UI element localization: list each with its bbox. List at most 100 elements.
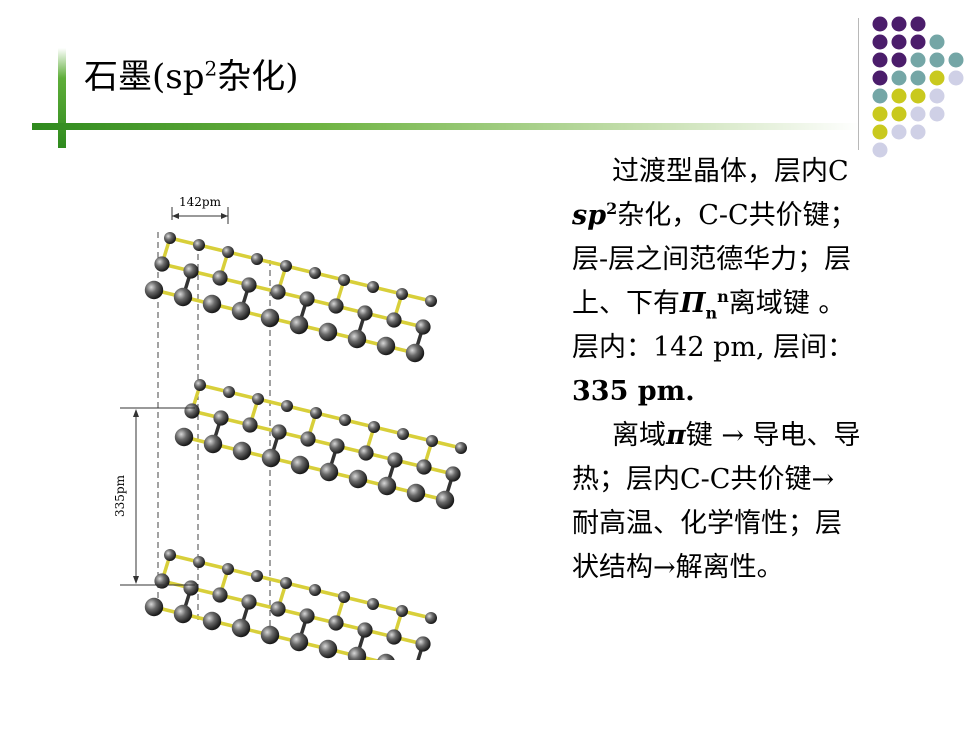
carbon-atom [281, 400, 293, 412]
carbon-atom [357, 622, 373, 638]
carbon-atom [193, 556, 205, 568]
text-line-6: 335 pm. [572, 370, 952, 414]
decorative-dot [910, 52, 926, 68]
text-span: 杂化，C-C共价键； [617, 200, 857, 231]
carbon-atom [232, 441, 252, 461]
carbon-atom [241, 594, 257, 610]
carbon-atom [445, 466, 461, 482]
slide-title: 石墨(sp2杂化) [84, 55, 298, 99]
dimension-annotations: 142pm 335pm [113, 195, 229, 586]
carbon-atom [396, 605, 408, 617]
carbon-atom [154, 573, 170, 589]
carbon-atom [184, 403, 200, 419]
carbon-atom [144, 280, 164, 300]
text-line-3: 层-层之间范德华力；层 [572, 238, 952, 282]
carbon-atom [260, 625, 280, 645]
decorative-dot [891, 52, 907, 68]
decorative-dot [948, 52, 964, 68]
sp-italic: sp [572, 200, 607, 231]
carbon-atom [338, 274, 350, 286]
decorative-dot [910, 88, 926, 104]
carbon-atom [328, 298, 344, 314]
decorative-dot [929, 52, 945, 68]
carbon-atom [299, 291, 315, 307]
carbon-atom [357, 305, 373, 321]
text-line-4: 上、下有Πnn离域键 。 [572, 282, 952, 326]
carbon-atom [406, 483, 426, 503]
carbon-atom [455, 442, 467, 454]
decorative-dot [910, 106, 926, 122]
carbon-atom [280, 577, 292, 589]
carbon-atom [183, 580, 199, 596]
carbon-atom [231, 301, 251, 321]
carbon-atom [144, 597, 164, 617]
carbon-atom [241, 277, 257, 293]
carbon-atom [222, 246, 234, 258]
text-span: 上、下有 [572, 288, 680, 319]
layer-spacing-label: 335pm [113, 474, 127, 517]
text-span: 离域键 。 [728, 288, 846, 319]
sp-superscript: 2 [606, 199, 618, 218]
carbon-atom [251, 570, 263, 582]
carbon-atom [231, 618, 251, 638]
decorative-dot [872, 70, 888, 86]
decorative-dot [929, 106, 945, 122]
decorative-dot [872, 124, 888, 140]
text-line-10: 状结构→解离性。 [572, 546, 952, 590]
carbon-atom [387, 452, 403, 468]
carbon-atom [347, 329, 367, 349]
carbon-atom [318, 639, 338, 659]
title-text-tail: 杂化) [217, 57, 299, 97]
text-span: 335 pm. [572, 376, 695, 407]
carbon-atom [164, 549, 176, 561]
carbon-atom [396, 288, 408, 300]
carbon-atom [310, 407, 322, 419]
carbon-atom [309, 267, 321, 279]
carbon-atom [425, 612, 437, 624]
decorative-dot [929, 70, 945, 86]
decorative-dot [872, 16, 888, 32]
content-text: 过渡型晶体，层内C sp2杂化，C-C共价键； 层-层之间范德华力；层 上、下有… [572, 150, 952, 590]
text-span: 离域 [612, 420, 666, 451]
text-span: 状结构→解离性。 [572, 552, 784, 583]
carbon-atom [377, 653, 395, 660]
carbon-atom [415, 636, 431, 652]
text-span: 层内：142 pm, 层间： [572, 332, 855, 363]
decorative-dot-grid [872, 16, 964, 158]
carbon-atom [193, 239, 205, 251]
carbon-atom [154, 256, 170, 272]
carbon-atom [203, 434, 223, 454]
carbon-atom [386, 629, 402, 645]
carbon-atom [212, 270, 228, 286]
decorative-dot [910, 34, 926, 50]
title-accent-bar [58, 48, 66, 148]
decorative-dot [891, 34, 907, 50]
carbon-atom [339, 414, 351, 426]
carbon-atom [174, 427, 194, 447]
pi-symbol: π [666, 420, 686, 451]
carbon-atom [348, 469, 368, 489]
carbon-atom [338, 591, 350, 603]
carbon-atom [299, 608, 315, 624]
carbon-atom [164, 232, 176, 244]
carbon-atom [280, 260, 292, 272]
pi-superscript: n [717, 287, 729, 306]
decorative-dot [872, 106, 888, 122]
carbon-atom [270, 601, 286, 617]
carbon-atom [397, 428, 409, 440]
text-line-5: 层内：142 pm, 层间： [572, 326, 952, 370]
carbon-atom [425, 295, 437, 307]
carbon-atom [309, 584, 321, 596]
title-superscript: 2 [204, 56, 218, 81]
carbon-atom [367, 598, 379, 610]
carbon-atom [415, 319, 431, 335]
carbon-atom [405, 343, 425, 363]
text-line-8: 热；层内C-C共价键→ [572, 458, 952, 502]
decorative-dot [910, 70, 926, 86]
title-underline-bar [32, 123, 860, 130]
carbon-atom [347, 646, 367, 660]
carbon-atom [289, 632, 309, 652]
carbon-atom [202, 294, 222, 314]
text-line-7: 离域π键 → 导电、导 [572, 414, 952, 458]
carbon-atom [416, 459, 432, 475]
